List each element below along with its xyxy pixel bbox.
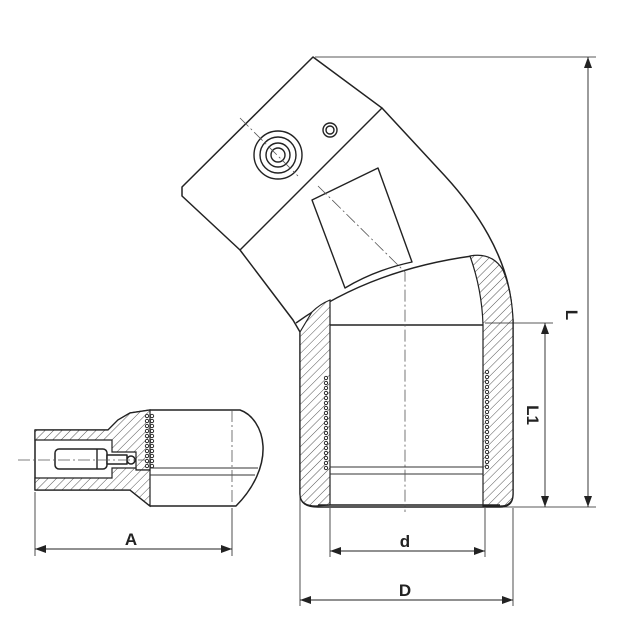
heating-wire-dot (149, 428, 155, 434)
heating-wire-dot (144, 438, 150, 444)
dimension-l: L (315, 56, 596, 508)
heating-wire-dot (149, 438, 155, 444)
dimension-d-outer: D (299, 497, 514, 606)
fusion-indicator-icon (322, 122, 338, 138)
heating-wire-dot (484, 369, 490, 375)
heating-wire-left (323, 375, 329, 471)
heating-wire-dot (323, 435, 329, 441)
heating-wire-dot (484, 374, 490, 380)
heating-wire-dot (484, 399, 490, 405)
heating-wire-dot (484, 414, 490, 420)
heating-wire-dot (323, 450, 329, 456)
terminal-icon (253, 130, 303, 180)
terminal-pin-shaft (106, 454, 128, 465)
heating-wire-dot (484, 454, 490, 460)
heating-wire-dot (149, 418, 155, 424)
heating-wire-dot (144, 423, 150, 429)
heating-wire-dot (149, 433, 155, 439)
heating-wire-dot (149, 458, 155, 464)
heating-wire-dot (144, 443, 150, 449)
heating-wire-dot (484, 424, 490, 430)
elbow-centerline (317, 185, 406, 512)
heating-wire-dot (323, 380, 329, 386)
heating-wire-dot (484, 389, 490, 395)
heating-wire-dot (323, 415, 329, 421)
dimension-D-label: D (399, 581, 411, 600)
heating-wire-dot (484, 429, 490, 435)
heating-wire-dot (149, 423, 155, 429)
heating-wire-dot (484, 464, 490, 470)
dimension-a-label: A (125, 530, 137, 549)
terminal-detail-section (18, 409, 264, 508)
dimension-l1: L1 (485, 322, 553, 507)
terminal-outer-ring (253, 130, 303, 180)
heating-wire-dot (144, 418, 150, 424)
heating-wire-dot (484, 379, 490, 385)
heating-wire-dot (144, 463, 150, 469)
heating-wire-dot (484, 419, 490, 425)
heating-wire-dot (149, 463, 155, 469)
heating-wire-dot (149, 448, 155, 454)
heating-wire-dot (323, 405, 329, 411)
indicator-outer-ring (322, 122, 338, 138)
detail-heating-wire (144, 413, 155, 469)
upper-bore-opening (311, 167, 413, 289)
indicator-inner-ring (325, 125, 335, 135)
dimension-d-inner: d (329, 508, 486, 557)
heating-wire-dot (323, 390, 329, 396)
heating-wire-dot (323, 375, 329, 381)
heating-wire-dot (323, 400, 329, 406)
dimension-a: A (34, 492, 233, 556)
heating-wire-dot (323, 460, 329, 466)
heating-wire-dot (144, 413, 150, 419)
heating-wire-dot (323, 455, 329, 461)
heating-wire-dot (323, 410, 329, 416)
elbow-fitting (181, 56, 514, 512)
terminal-axis-line (239, 117, 299, 177)
heating-wire-dot (484, 449, 490, 455)
heating-wire-dot (144, 433, 150, 439)
heating-wire-dot (144, 448, 150, 454)
heating-wire-dot (484, 434, 490, 440)
heating-wire-dot (149, 443, 155, 449)
heating-wire-dot (323, 465, 329, 471)
terminal-pin-body (54, 448, 108, 470)
heating-wire-dot (484, 439, 490, 445)
right-wall-section (469, 254, 514, 507)
heating-wire-dot (149, 453, 155, 459)
heating-wire-dot (484, 394, 490, 400)
heating-wire-dot (484, 404, 490, 410)
heating-wire-dot (323, 425, 329, 431)
heating-wire-dot (484, 384, 490, 390)
heating-wire-dot (144, 428, 150, 434)
heating-wire-dot (323, 430, 329, 436)
terminal-middle-ring (259, 136, 297, 174)
heating-wire-dot (484, 459, 490, 465)
dimension-d-label: d (400, 532, 410, 551)
heating-wire-right (484, 369, 490, 470)
terminal-inner-ring (265, 142, 291, 168)
heating-wire-dot (323, 420, 329, 426)
heating-wire-dot (144, 458, 150, 464)
heating-wire-dot (144, 453, 150, 459)
heating-wire-dot (323, 385, 329, 391)
terminal-housing-edge (239, 107, 383, 251)
detail-lower-wall-section (34, 467, 151, 508)
terminal-pin-ring (270, 147, 286, 163)
heating-wire-dot (323, 395, 329, 401)
heating-wire-dot (323, 440, 329, 446)
heating-wire-dot (484, 409, 490, 415)
heating-wire-dot (484, 444, 490, 450)
heating-wire-dot (323, 445, 329, 451)
dimension-l-label: L (562, 310, 581, 320)
heating-wire-dot (149, 413, 155, 419)
dimension-l1-label: L1 (523, 405, 542, 425)
